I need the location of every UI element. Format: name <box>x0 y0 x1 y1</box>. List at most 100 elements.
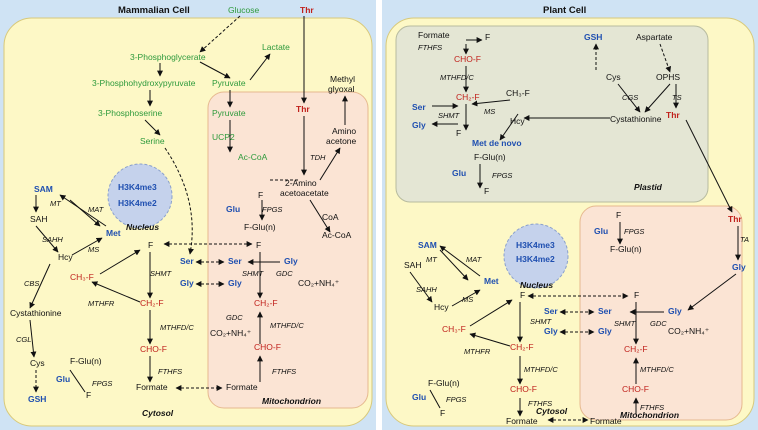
mammal-sam: SAM <box>34 184 53 194</box>
mammal-shmt-c: SHMT <box>150 269 173 278</box>
mammal-aab-2: acetoacetate <box>280 188 329 198</box>
plant-h3k4me2: H3K4me2 <box>516 254 555 264</box>
mammal-gdc-m: GDC <box>276 269 293 278</box>
plant-panel: Plant Cell Formate FTHFS F CHO-F MTHFD/C… <box>382 0 758 430</box>
mammal-thr-top: Thr <box>300 5 314 15</box>
plant-mthfdc-p: MTHFD/C <box>440 73 474 82</box>
mammal-serine: Serine <box>140 136 165 146</box>
mammal-mthfdc-c: MTHFD/C <box>160 323 194 332</box>
plant-hcy: Hcy <box>434 302 449 312</box>
mammal-aminoacetone-1: Amino <box>332 126 356 136</box>
mammal-mitochondrion <box>207 91 369 409</box>
plant-glu-m: Glu <box>594 226 608 236</box>
mammalian-panel: Mammalian Cell Glucose Thr 3-Phosphoglyc… <box>0 0 376 430</box>
mammal-fthfs-c: FTHFS <box>158 367 182 376</box>
plant-gly-m: Gly <box>598 326 612 336</box>
plant-cytosol-label-visible: Cytosol <box>536 406 568 416</box>
plant-gly-m2: Gly <box>668 306 682 316</box>
mammal-ch2f-m: CH₂-F <box>254 298 278 308</box>
mammal-coa: CoA <box>322 212 339 222</box>
plant-plastid-label: Plastid <box>634 182 663 192</box>
plant-ser-p: Ser <box>412 102 426 112</box>
mammal-cbs: CBS <box>24 279 39 288</box>
plant-f-m2: F <box>634 290 639 300</box>
plant-co2-m: CO₂+NH₄⁺ <box>668 326 710 336</box>
mammal-fpgs-c: FPGS <box>92 379 112 388</box>
plant-gdc-m: GDC <box>650 319 667 328</box>
mammal-cystathionine: Cystathionine <box>10 308 62 318</box>
mammal-glucose: Glucose <box>228 5 259 15</box>
plant-f-p2: F <box>456 128 461 138</box>
plant-fthfs-p: FTHFS <box>418 43 442 52</box>
mammal-ms: MS <box>88 245 99 254</box>
plant-cgs: CGS <box>622 93 638 102</box>
mammal-gly-c: Gly <box>180 278 194 288</box>
mammal-mitochondrion-label: Mitochondrion <box>262 396 321 406</box>
mammal-sah: SAH <box>30 214 47 224</box>
mammal-hcy: Hcy <box>58 252 73 262</box>
mammal-php: 3-Phosphohydroxypyruvate <box>92 78 196 88</box>
plant-shmt-c: SHMT <box>530 317 553 326</box>
plant-mitochondrion-label: Mitochondrion <box>620 410 679 420</box>
mammal-lactate: Lactate <box>262 42 290 52</box>
mammal-acoa: Ac-CoA <box>322 230 352 240</box>
mammal-title: Mammalian Cell <box>118 5 190 16</box>
mammal-formate-c: Formate <box>136 382 168 392</box>
plant-fthfs-c: FTHFS <box>528 399 552 408</box>
plant-fpgs-c: FPGS <box>446 395 466 404</box>
mammal-mthfdc-m: MTHFD/C <box>270 321 304 330</box>
mammal-co2-m: CO₂+NH₄⁺ <box>298 278 340 288</box>
mammal-formate-m: Formate <box>226 382 258 392</box>
plant-fthfs-m: FTHFS <box>640 403 664 412</box>
plant-fpgs-m: FPGS <box>624 227 644 236</box>
mammal-cys: Cys <box>30 358 45 368</box>
plant-formate-c: Formate <box>506 416 538 426</box>
mammal-f-m: F <box>258 190 263 200</box>
plant-fglun-p: F-Glu(n) <box>474 152 506 162</box>
mammal-mthfr: MTHFR <box>88 299 115 308</box>
plant-fpgs-p: FPGS <box>492 171 512 180</box>
plant-nucleus-label: Nucleus <box>520 280 553 290</box>
plant-ch2f-m: CH₂-F <box>624 344 648 354</box>
plant-plastid <box>395 25 709 203</box>
mammal-ser-c: Ser <box>180 256 194 266</box>
plant-ms-p: MS <box>484 107 495 116</box>
mammal-mat: MAT <box>88 205 105 214</box>
mammal-acoa-green: Ac-CoA <box>238 152 268 162</box>
mammal-ps: 3-Phosphoserine <box>98 108 163 118</box>
plant-met-p: Met de novo <box>472 138 522 148</box>
plant-gly-p: Gly <box>412 120 426 130</box>
mammal-fglun-c: F-Glu(n) <box>70 356 102 366</box>
plant-mat: MAT <box>466 255 483 264</box>
plant-met: Met <box>484 276 499 286</box>
plant-ch3f-p: CH₃-F <box>506 88 530 98</box>
plant-shmt-m: SHMT <box>614 319 637 328</box>
mammal-3pg: 3-Phosphoglycerate <box>130 52 206 62</box>
mammal-mt: MT <box>50 199 62 208</box>
plant-h3k4me3: H3K4me3 <box>516 240 555 250</box>
mammal-cgl: CGL <box>16 335 31 344</box>
mammal-glu-m: Glu <box>226 204 240 214</box>
plant-arrows <box>409 37 741 423</box>
plant-ophs: OPHS <box>656 72 680 82</box>
mammal-f-c: F <box>148 240 153 250</box>
plant-title: Plant Cell <box>543 5 586 16</box>
plant-chof-m: CHO-F <box>622 384 649 394</box>
mammal-ser-m: Ser <box>228 256 242 266</box>
mammal-methylglyoxal-2: glyoxal <box>328 84 355 94</box>
plant-ser-m: Ser <box>598 306 612 316</box>
mammal-pyruvate-1: Pyruvate <box>212 78 246 88</box>
plant-cystathionine-p: Cystathionine <box>610 114 662 124</box>
mammal-pyruvate-2: Pyruvate <box>212 108 246 118</box>
plant-ta: TA <box>740 235 749 244</box>
plant-chof-c: CHO-F <box>510 384 537 394</box>
mammal-gdc-m2: GDC <box>226 313 243 322</box>
mammal-ch2f-c: CH₂-F <box>140 298 164 308</box>
mammal-h3k4me3: H3K4me3 <box>118 182 157 192</box>
plant-thr-p: Thr <box>666 110 680 120</box>
plant-formate-m: Formate <box>590 416 622 426</box>
plant-shmt-p: SHMT <box>438 111 461 120</box>
plant-chof-p: CHO-F <box>454 54 481 64</box>
plant-nucleus <box>503 223 569 289</box>
